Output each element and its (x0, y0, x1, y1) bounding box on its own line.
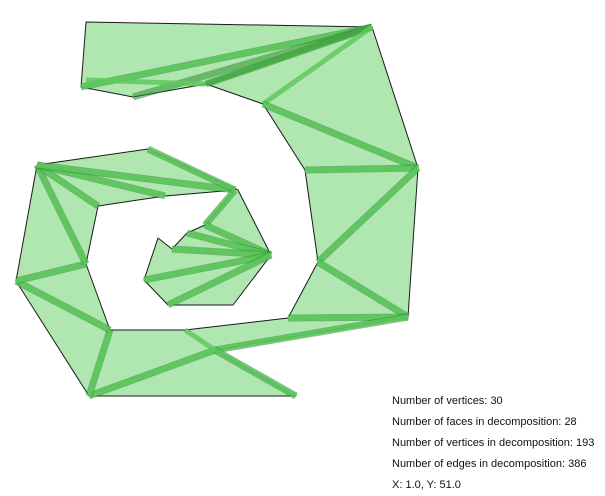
diagonal (213, 347, 298, 399)
diagonal (146, 146, 237, 193)
vertices-count-row: Number of vertices: 30 (392, 391, 594, 412)
decomposition-edges-row: Number of edges in decomposition: 386 (392, 454, 594, 475)
decomposition-edges-label: Number of edges in decomposition: (392, 458, 566, 470)
decomposition-vertices-label: Number of vertices in decomposition: (392, 437, 573, 449)
diagonal (171, 246, 272, 258)
diagonal (15, 261, 87, 284)
diagonal (88, 347, 216, 399)
decomposition-vertices-row: Number of vertices in decomposition: 193 (392, 433, 594, 454)
decomposition-vertices-value: 193 (576, 437, 595, 449)
diagonal (86, 329, 113, 397)
faces-count-row: Number of faces in decomposition: 28 (392, 412, 594, 433)
cursor-coordinates: X: 1.0, Y: 51.0 (392, 479, 461, 491)
faces-count-value: 28 (564, 416, 577, 428)
vertices-count-label: Number of vertices: (392, 395, 488, 407)
diagonal (214, 314, 409, 353)
decomposition-diagonals (14, 23, 421, 400)
diagonal (316, 259, 410, 320)
diagonal (183, 327, 217, 353)
diagonal (143, 252, 272, 283)
vertices-count-value: 30 (490, 395, 503, 407)
diagonal (166, 252, 273, 308)
diagonal (85, 77, 207, 87)
diagonal (36, 162, 236, 193)
diagonal (35, 162, 100, 209)
diagonal (304, 165, 419, 173)
diagonal (316, 166, 420, 264)
decomposition-edges-value: 386 (568, 458, 587, 470)
statistics-panel: Number of vertices: 30 Number of faces i… (392, 391, 594, 496)
diagonal (261, 24, 374, 107)
diagonal (34, 163, 89, 266)
diagonal (80, 24, 373, 90)
diagonal (14, 278, 112, 333)
faces-count-label: Number of faces in decomposition: (392, 416, 562, 428)
diagonal (262, 101, 419, 171)
diagonal (203, 188, 237, 227)
